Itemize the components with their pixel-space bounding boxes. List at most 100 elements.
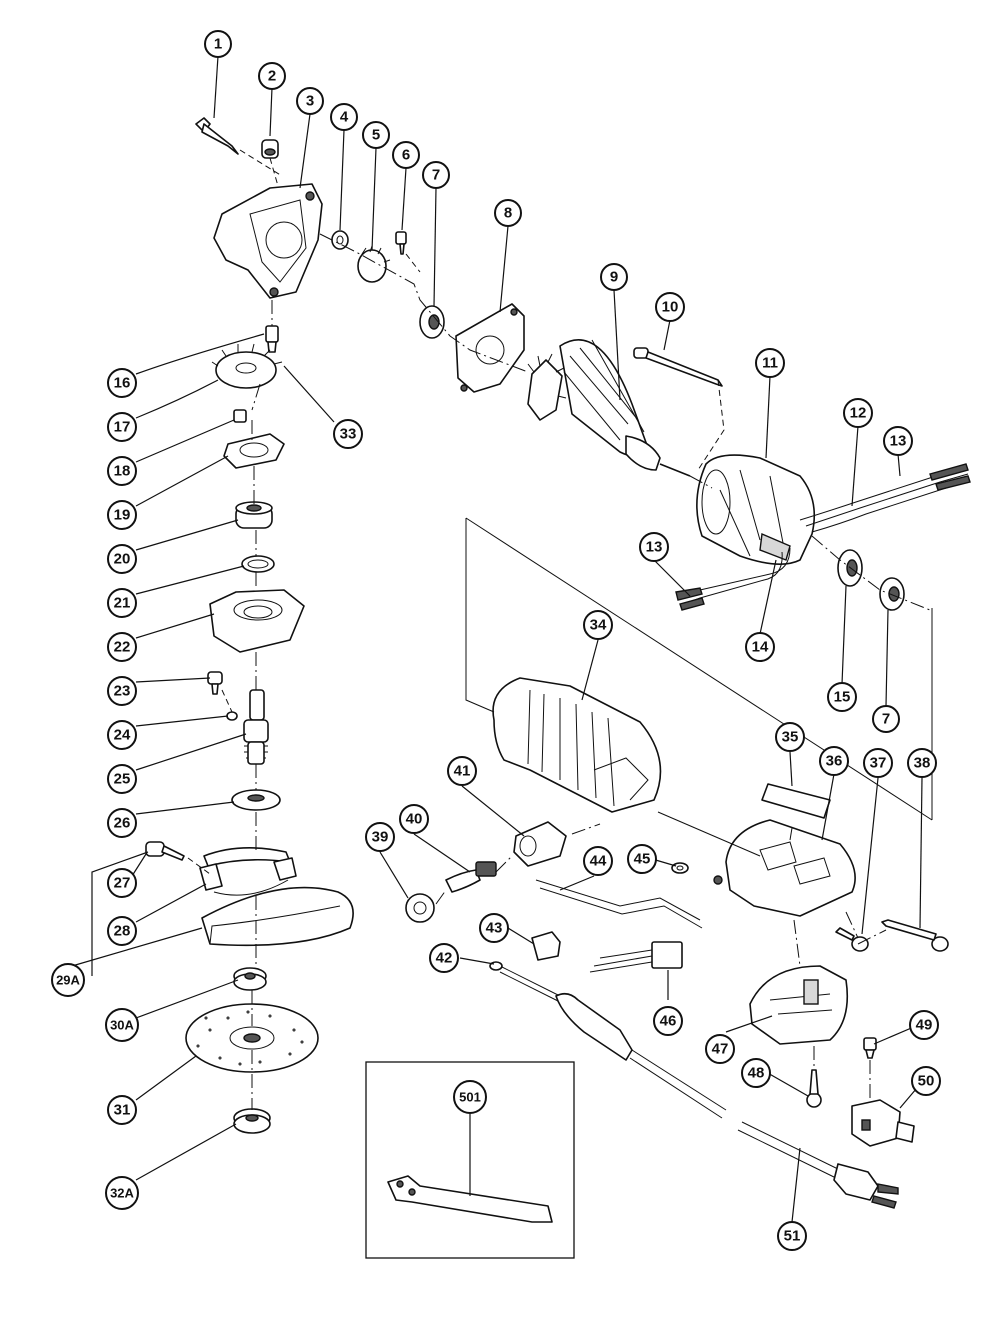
svg-text:7: 7 xyxy=(882,711,890,728)
svg-text:3: 3 xyxy=(306,93,314,110)
svg-text:28: 28 xyxy=(114,923,131,940)
callout-2: 2 xyxy=(258,62,286,90)
terminal-part-45 xyxy=(671,862,689,874)
svg-text:4: 4 xyxy=(340,109,349,126)
svg-text:35: 35 xyxy=(782,729,799,746)
bearing-housing-part-22 xyxy=(209,589,305,653)
callout-13-upper: 13 xyxy=(883,426,913,456)
callout-10: 10 xyxy=(655,292,685,322)
svg-text:17: 17 xyxy=(114,419,131,436)
bearing-part-7 xyxy=(419,305,445,339)
motor-housing-part-34 xyxy=(492,677,662,813)
svg-text:34: 34 xyxy=(590,617,607,634)
callout-44: 44 xyxy=(583,846,613,876)
callout-11: 11 xyxy=(755,348,785,378)
callout-45: 45 xyxy=(627,844,657,874)
assembly-lines xyxy=(187,149,933,1110)
callout-18: 18 xyxy=(107,456,137,486)
spindle-part-25 xyxy=(243,689,269,765)
stud-part-16 xyxy=(265,325,279,353)
accessory-inset-frame xyxy=(365,1061,575,1259)
svg-text:51: 51 xyxy=(784,1228,801,1245)
svg-text:29A: 29A xyxy=(56,973,80,988)
svg-text:22: 22 xyxy=(114,639,131,656)
callout-7-rear: 7 xyxy=(872,705,900,733)
callout-15: 15 xyxy=(827,682,857,712)
svg-text:19: 19 xyxy=(114,507,131,524)
svg-text:37: 37 xyxy=(870,755,887,772)
callout-501: 501 xyxy=(453,1080,487,1114)
svg-text:39: 39 xyxy=(372,829,389,846)
callout-12: 12 xyxy=(843,398,873,428)
callout-9: 9 xyxy=(600,263,628,291)
svg-text:45: 45 xyxy=(634,851,651,868)
callout-29A: 29A xyxy=(51,963,85,997)
callout-47: 47 xyxy=(705,1034,735,1064)
svg-text:49: 49 xyxy=(916,1017,933,1034)
svg-text:32A: 32A xyxy=(110,1186,134,1201)
wrench-part-501 xyxy=(387,1175,553,1223)
callout-39: 39 xyxy=(365,822,395,852)
lead-wires-part-13-14 xyxy=(675,547,791,611)
plate-part-19 xyxy=(223,433,285,469)
callouts: 1 2 3 4 5 6 7 8 9 10 11 12 13 13 14 15 7… xyxy=(51,30,941,1251)
callout-16: 16 xyxy=(107,368,137,398)
screw-part-23 xyxy=(207,671,223,695)
callout-5: 5 xyxy=(362,121,390,149)
svg-text:26: 26 xyxy=(114,815,131,832)
screw-part-37 xyxy=(835,927,869,952)
brush-cap-part-39 xyxy=(405,893,435,923)
svg-text:41: 41 xyxy=(454,763,471,780)
svg-text:13: 13 xyxy=(890,433,907,450)
callout-46: 46 xyxy=(653,1006,683,1036)
callout-49: 49 xyxy=(909,1010,939,1040)
svg-text:1: 1 xyxy=(214,36,222,53)
callout-27: 27 xyxy=(107,868,137,898)
inner-flange-part-30A xyxy=(233,967,267,991)
callout-28: 28 xyxy=(107,916,137,946)
svg-text:2: 2 xyxy=(268,68,276,85)
callout-25: 25 xyxy=(107,764,137,794)
callout-24: 24 xyxy=(107,720,137,750)
svg-text:5: 5 xyxy=(372,127,380,144)
svg-text:15: 15 xyxy=(834,689,851,706)
svg-text:14: 14 xyxy=(752,639,769,656)
svg-text:25: 25 xyxy=(114,771,131,788)
screw-part-6 xyxy=(395,231,407,255)
svg-text:50: 50 xyxy=(918,1073,935,1090)
label-plate-part-35 xyxy=(761,783,831,819)
connector-part-43 xyxy=(531,931,561,961)
bolt-part-27 xyxy=(145,841,185,861)
svg-text:13: 13 xyxy=(646,539,663,556)
svg-text:36: 36 xyxy=(826,753,843,770)
svg-text:6: 6 xyxy=(402,147,410,164)
screw-part-48 xyxy=(806,1069,822,1108)
svg-text:16: 16 xyxy=(114,375,131,392)
callout-23: 23 xyxy=(107,676,137,706)
callout-17: 17 xyxy=(107,412,137,442)
callout-43: 43 xyxy=(479,913,509,943)
handle-cover-part-47 xyxy=(749,965,849,1045)
callout-13-lower: 13 xyxy=(639,532,669,562)
svg-text:7: 7 xyxy=(432,167,440,184)
svg-text:33: 33 xyxy=(340,426,357,443)
callout-7: 7 xyxy=(422,161,450,189)
callout-1: 1 xyxy=(204,30,232,58)
brush-holder-part-41 xyxy=(513,821,567,867)
callout-48: 48 xyxy=(741,1058,771,1088)
noise-suppressor-part-46 xyxy=(589,941,683,973)
svg-text:10: 10 xyxy=(662,299,679,316)
callout-34: 34 xyxy=(583,610,613,640)
svg-text:46: 46 xyxy=(660,1013,677,1030)
svg-text:20: 20 xyxy=(114,551,131,568)
callout-40: 40 xyxy=(399,804,429,834)
stator-part-11 xyxy=(696,454,816,565)
grinding-disc-part-31 xyxy=(185,1003,319,1073)
svg-text:40: 40 xyxy=(406,811,423,828)
housing-plate-part-8 xyxy=(455,303,525,393)
bearing-part-20 xyxy=(235,501,273,529)
callout-6: 6 xyxy=(392,141,420,169)
callout-42: 42 xyxy=(429,943,459,973)
part-drawings xyxy=(145,117,971,1259)
